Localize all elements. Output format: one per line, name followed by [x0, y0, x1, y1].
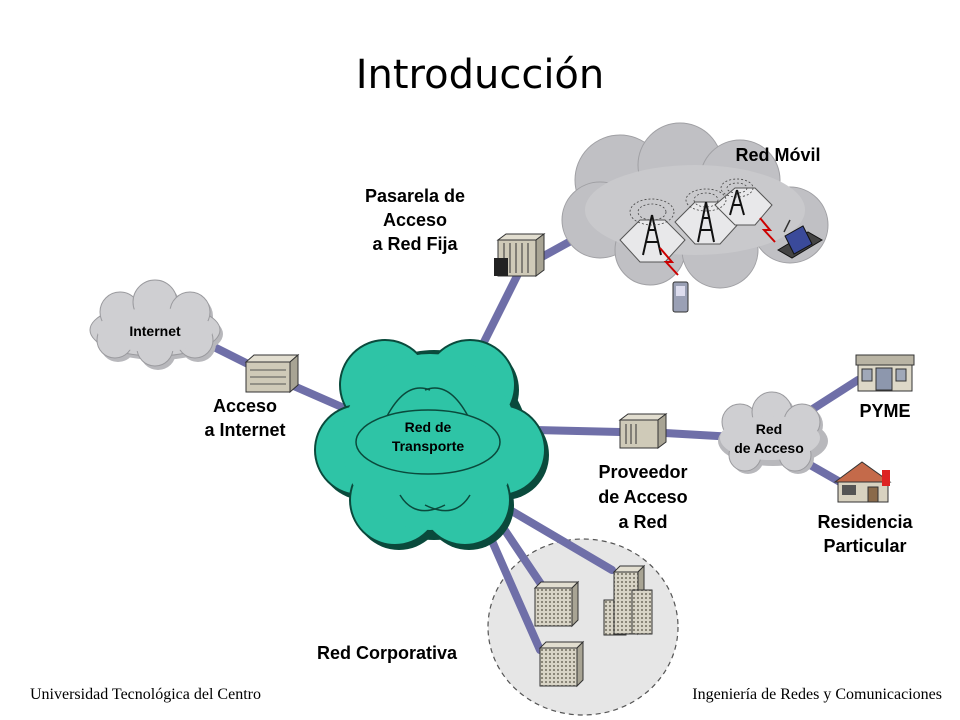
internet-access-label-line2: a Internet	[204, 420, 286, 440]
house-icon	[833, 461, 892, 503]
residence-label-line1: Residencia	[817, 512, 913, 532]
transport-network-label-line1: Red de	[404, 419, 452, 435]
laptop-icon	[777, 219, 823, 259]
link-corp-3	[481, 521, 544, 654]
access-network-cloud	[718, 391, 828, 474]
corporate-tower-icon	[603, 564, 653, 636]
cell-tower-icon	[642, 214, 662, 256]
transport-network-label-line2: Transporte	[391, 438, 465, 454]
sme-building-icon	[855, 354, 915, 392]
link-access-pyme	[804, 376, 862, 416]
residence-label: Residencia Particular	[795, 510, 935, 558]
fixed-network-gateway-icon	[494, 233, 546, 277]
sme-label: PYME	[859, 401, 911, 421]
transport-network-cloud	[314, 339, 549, 550]
gateway-label-line2: Acceso	[382, 210, 448, 230]
internet-cloud-label: Internet	[129, 323, 181, 339]
access-provider-label-line2: de Acceso	[598, 487, 688, 507]
mobile-cells	[619, 178, 776, 276]
internet-cloud	[89, 279, 223, 370]
access-network-label: Red de Acceso	[714, 420, 824, 458]
corporate-network-label: Red Corporativa	[316, 643, 458, 663]
lightning-icon	[659, 247, 679, 276]
internet-access-label-line1: Acceso	[212, 396, 278, 416]
lightning-icon	[759, 217, 776, 243]
access-provider-device-icon	[618, 413, 668, 449]
access-network-label-line2: de Acceso	[734, 440, 804, 456]
footer-right: Ingeniería de Redes y Comunicaciones	[692, 686, 942, 703]
transport-core-ellipse	[355, 409, 501, 475]
gateway-label-line1: Pasarela de	[364, 186, 466, 206]
mobile-network-label: Red Móvil	[735, 145, 821, 165]
network-links	[206, 221, 862, 654]
cell-tower-icon	[729, 189, 745, 216]
internet-access-label: Acceso a Internet	[185, 394, 305, 442]
footer-left: Universidad Tecnológica del Centro	[30, 686, 261, 703]
corporate-building-icon	[538, 640, 585, 688]
mobile-phone-icon	[672, 281, 689, 313]
link-corp-1	[506, 506, 616, 574]
gateway-label: Pasarela de Acceso a Red Fija	[350, 184, 480, 256]
residence-label-line2: Particular	[823, 536, 907, 556]
access-provider-label-line1: Proveedor	[598, 462, 688, 482]
transport-network-label: Red de Transporte	[378, 418, 478, 456]
internet-access-router-icon	[244, 353, 300, 394]
access-provider-label: Proveedor de Acceso a Red	[578, 460, 708, 535]
access-provider-label-line3: a Red	[618, 512, 668, 532]
corporate-building-icon	[533, 580, 580, 628]
gateway-label-line3: a Red Fija	[372, 234, 458, 254]
link-corp-2	[494, 516, 549, 594]
access-network-label-line1: Red	[755, 421, 783, 437]
slide-title: Introducción	[355, 52, 605, 98]
cell-tower-icon	[697, 201, 715, 243]
link-transport-provider	[531, 426, 624, 436]
